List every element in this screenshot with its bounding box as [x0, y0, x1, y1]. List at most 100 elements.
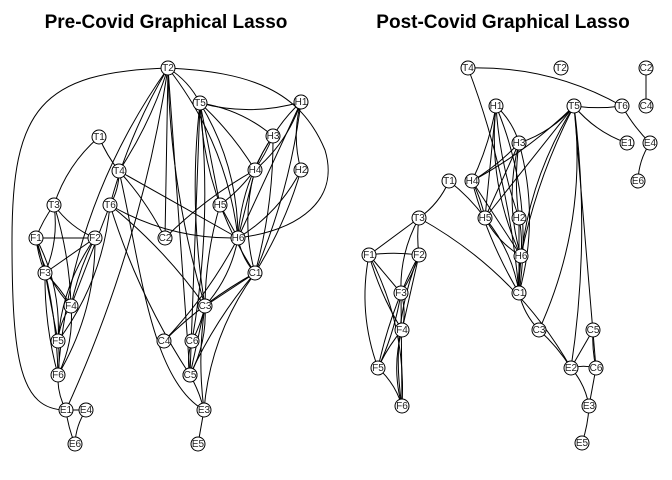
node-f4: F4: [63, 298, 79, 314]
node-label: F3: [39, 268, 51, 279]
edge-f1-f5: [364, 254, 379, 369]
node-label: F4: [65, 301, 77, 312]
edge-h3-h6: [237, 135, 274, 239]
node-c5: C5: [182, 367, 198, 383]
edge-h1-h2: [495, 105, 520, 219]
node-e1: E1: [619, 135, 635, 151]
node-label: C4: [158, 336, 171, 347]
node-e1: E1: [58, 402, 74, 418]
node-circle: [293, 94, 309, 110]
node-t6: T6: [102, 197, 118, 213]
node-circle: [581, 398, 597, 414]
node-circle: [46, 197, 62, 213]
node-circle: [102, 197, 118, 213]
node-c3: C3: [531, 322, 547, 338]
loop-t2-e1: [11, 67, 169, 411]
node-h1: H1: [293, 94, 309, 110]
node-h6: H6: [513, 248, 529, 264]
edge-h6-c4: [163, 237, 239, 342]
node-f5: F5: [370, 360, 386, 376]
node-circle: [464, 173, 480, 189]
node-c1: C1: [247, 265, 263, 281]
edge-t4-h6: [118, 170, 239, 239]
node-label: C2: [159, 233, 172, 244]
node-f2: F2: [411, 247, 427, 263]
node-label: T4: [462, 63, 474, 74]
edge-t3-f4: [53, 204, 72, 307]
edge-t2-t4: [118, 67, 169, 172]
node-circle: [230, 230, 246, 246]
edge-h4-c2: [164, 169, 256, 239]
node-c6: C6: [184, 333, 200, 349]
edge-t2-t6: [109, 67, 169, 206]
edge-h4-c1: [471, 180, 520, 294]
edge-h5-c1: [484, 217, 520, 294]
edge-h2-c1: [254, 169, 302, 274]
node-label: F2: [413, 250, 425, 261]
edge-h1-h4: [254, 101, 302, 171]
node-circle: [361, 247, 377, 263]
node-label: C6: [590, 363, 603, 374]
node-circle: [293, 162, 309, 178]
node-circle: [182, 367, 198, 383]
node-label: T6: [104, 200, 116, 211]
node-t1: T1: [441, 173, 457, 189]
edge-t4-c2: [118, 170, 166, 239]
node-circle: [247, 162, 263, 178]
node-circle: [265, 128, 281, 144]
node-circle: [638, 98, 654, 114]
node-e3: E3: [581, 398, 597, 414]
node-t1: T1: [91, 129, 107, 145]
node-h6: H6: [230, 230, 246, 246]
node-f2: F2: [87, 230, 103, 246]
edge-t5-h1: [199, 101, 302, 111]
node-circle: [638, 60, 654, 76]
node-label: H2: [295, 165, 308, 176]
node-label: C5: [184, 370, 197, 381]
edge-t3-e2: [418, 217, 572, 369]
node-h4: H4: [464, 173, 480, 189]
node-t4: T4: [111, 163, 127, 179]
node-circle: [157, 230, 173, 246]
edge-f2-f6: [57, 237, 96, 376]
node-label: E4: [80, 405, 93, 416]
edge-t5-h4: [471, 105, 575, 182]
node-circle: [553, 60, 569, 76]
node-circle: [87, 230, 103, 246]
node-circle: [477, 210, 493, 226]
node-h2: H2: [293, 162, 309, 178]
node-circle: [184, 333, 200, 349]
edge-t5-e2: [570, 105, 583, 369]
node-f3: F3: [393, 285, 409, 301]
node-f3: F3: [37, 265, 53, 281]
node-c2: C2: [638, 60, 654, 76]
node-e4: E4: [642, 135, 658, 151]
loop-t2-h6: [167, 67, 329, 239]
node-label: C6: [186, 336, 199, 347]
node-circle: [511, 135, 527, 151]
node-circle: [160, 60, 176, 76]
node-label: F3: [395, 288, 407, 299]
node-e4: E4: [78, 402, 94, 418]
node-h3: H3: [511, 135, 527, 151]
edge-h5-c3: [204, 204, 221, 307]
node-c5: C5: [585, 322, 601, 338]
node-circle: [563, 360, 579, 376]
node-label: F1: [30, 233, 42, 244]
node-circle: [28, 230, 44, 246]
node-circle: [156, 333, 172, 349]
node-t5: T5: [566, 98, 582, 114]
node-circle: [488, 98, 504, 114]
node-label: T6: [616, 101, 628, 112]
node-label: H1: [295, 97, 308, 108]
node-e2: E2: [563, 360, 579, 376]
node-f4: F4: [394, 322, 410, 338]
node-label: E3: [198, 405, 211, 416]
node-label: H4: [249, 165, 262, 176]
node-label: C1: [249, 268, 262, 279]
node-label: H3: [267, 131, 280, 142]
node-label: C2: [640, 63, 653, 74]
node-circle: [197, 298, 213, 314]
edge-h1-h6: [493, 105, 522, 257]
node-label: F2: [89, 233, 101, 244]
